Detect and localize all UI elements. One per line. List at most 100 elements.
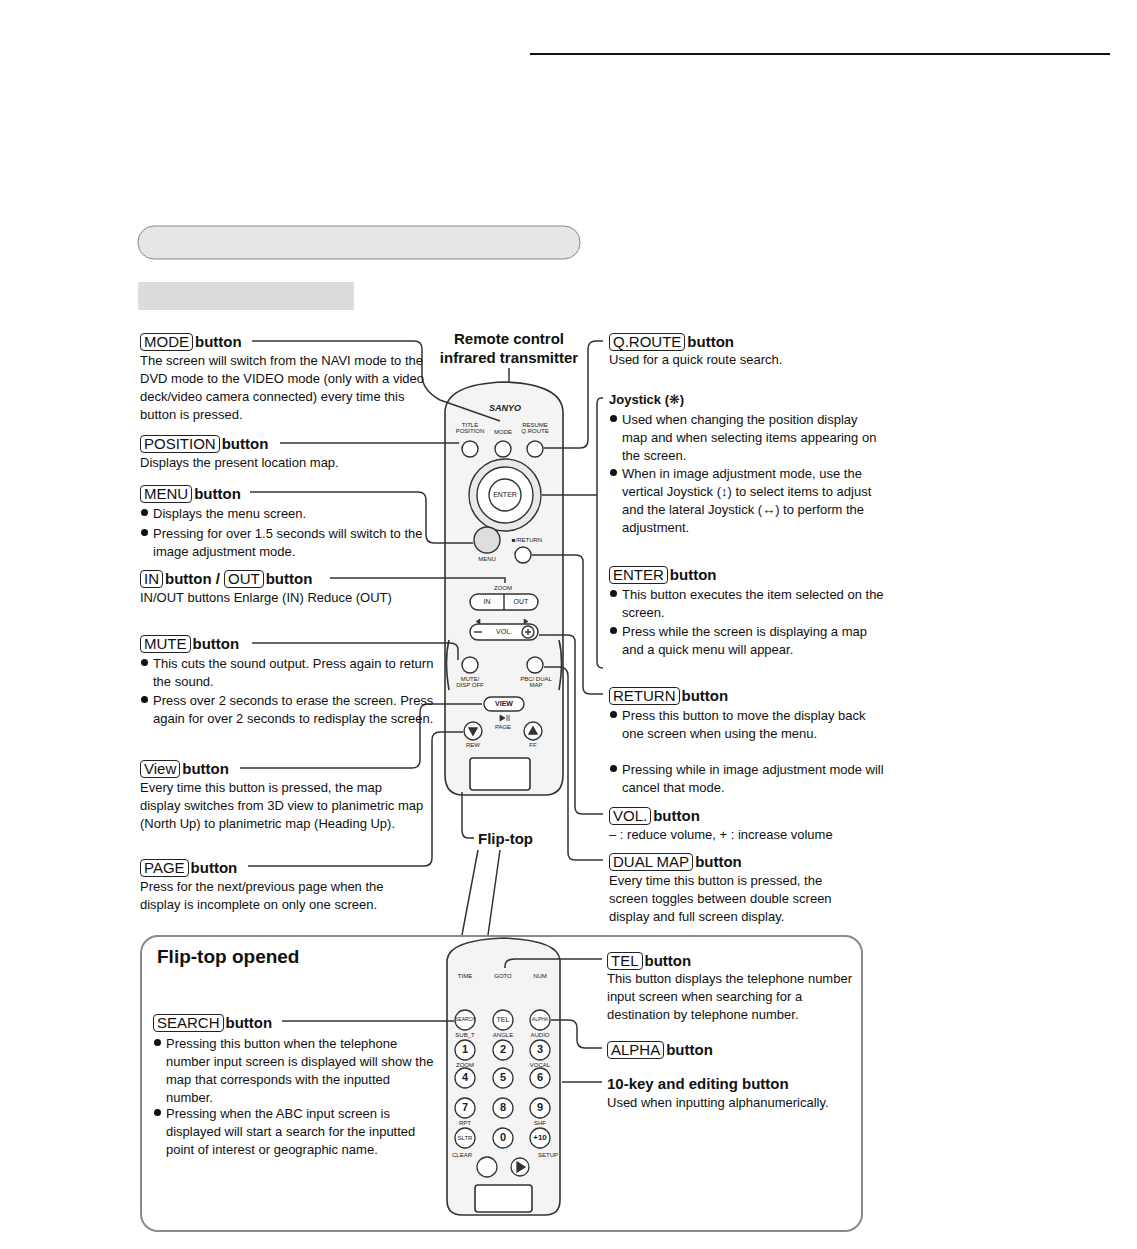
flip-keys: [455, 1128, 475, 1148]
remote-key-label: VIEW: [486, 700, 522, 707]
callout-row: Used for a quick route search.: [609, 350, 869, 368]
flip-keys: [517, 1162, 525, 1172]
callout-row: Every time this button is pressed, the s…: [609, 871, 859, 925]
bullet-dot: [141, 529, 148, 536]
callout-row: Pressing for over 1.5 seconds will switc…: [140, 524, 443, 560]
callout-row: Press while the screen is displaying a m…: [609, 622, 884, 658]
button-name-box: DUAL MAP: [609, 853, 693, 871]
remote-key-label: SUB_T: [453, 1032, 477, 1038]
callout-row: Remote control infrared transmitter: [433, 329, 585, 367]
callout-row: POSITIONbutton: [140, 434, 272, 453]
remote-key-label: 8: [495, 1102, 511, 1114]
flip-keys: [455, 1068, 475, 1088]
callout-row: This cuts the sound output. Press again …: [140, 654, 443, 690]
flip-keys: [493, 1068, 513, 1088]
button-name-box: OUT: [224, 570, 264, 588]
callout-row: MUTEbutton: [140, 634, 243, 653]
heading-text: button: [695, 853, 742, 870]
callout-row: Pressing when the ABC input screen is di…: [153, 1104, 434, 1158]
description-text: Press over 2 seconds to erase the screen…: [153, 693, 433, 726]
remote-key-label: SLTR: [456, 1135, 474, 1141]
heading-text: button: [266, 570, 313, 587]
callout-row: – : reduce volume, + : increase volume: [609, 825, 871, 843]
remote-key-label: TEL: [493, 1016, 513, 1023]
heading-text: Joystick (❋): [609, 392, 684, 407]
remote-key-label: MUTE/ DISP OFF: [455, 676, 485, 689]
heading-text: button: [182, 760, 229, 777]
callout-row: Displays the present location map.: [140, 453, 430, 471]
leader-lines: [544, 667, 603, 860]
callout-row: MODEbutton: [140, 332, 246, 351]
description-text: Displays the present location map.: [140, 455, 339, 470]
remote-key-label: SETUP: [535, 1152, 561, 1158]
heading-text: button: [682, 687, 729, 704]
remote-key-label: +10: [531, 1134, 549, 1142]
page-decoration: [138, 226, 580, 259]
heading-text: button /: [165, 570, 220, 587]
remote-key-label: ANGLE: [491, 1032, 515, 1038]
remote-key-label: MODE: [488, 429, 518, 435]
remote-body: [447, 640, 562, 690]
bullet-dot: [141, 696, 148, 703]
bullet-dot: [610, 711, 617, 718]
remote-buttons: [474, 527, 500, 553]
leader-lines: [280, 442, 459, 444]
leader-lines: [539, 635, 603, 814]
remote-key-label: 5: [495, 1072, 511, 1084]
flip-keys: [530, 1040, 550, 1060]
flip-keys: [530, 1010, 550, 1030]
remote-body: [445, 382, 563, 795]
remote-buttons: [515, 547, 531, 563]
remote-key-label: OUT: [511, 598, 531, 605]
callout-row: PAGEbutton: [140, 858, 241, 877]
callout-row: This button executes the item selected o…: [609, 585, 884, 621]
callout-row: Flip-top: [478, 829, 537, 848]
description-text: Pressing for over 1.5 seconds will switc…: [153, 526, 423, 559]
button-name-box: Q.ROUTE: [609, 333, 685, 351]
description-text: Every time this button is pressed, the s…: [609, 873, 832, 924]
remote-buttons: [500, 715, 509, 721]
heading-text: button: [226, 1014, 273, 1031]
heading-text: button: [194, 485, 241, 502]
description-text: When in image adjustment mode, use the v…: [622, 466, 871, 535]
flip-keys: [511, 1158, 529, 1176]
remote-key-label: RPT: [455, 1120, 475, 1126]
heading-text: button: [687, 333, 734, 350]
remote-key-label: 1: [457, 1044, 473, 1056]
remote-key-label: SEARCH: [455, 1017, 475, 1022]
flip-keys: [493, 1040, 513, 1060]
flip-keys: [493, 1098, 513, 1118]
remote-buttons: [522, 626, 534, 638]
heading-text: button: [193, 635, 240, 652]
button-name-box: TEL: [607, 952, 643, 970]
callout-row: Q.ROUTEbutton: [609, 332, 738, 351]
button-name-box: VOL.: [609, 807, 651, 825]
remote-buttons: [484, 697, 524, 711]
button-name-box: MODE: [140, 333, 193, 351]
callout-row: Joystick (❋): [609, 390, 684, 408]
remote-key-label: FF: [523, 742, 543, 748]
remote-key-label: VOL.: [491, 628, 517, 635]
remote-buttons: [470, 624, 538, 640]
description-text: This button executes the item selected o…: [622, 587, 884, 620]
leader-lines: [462, 792, 474, 838]
remote-buttons: [495, 441, 511, 457]
page-decoration: [138, 54, 1110, 310]
remote-key-label: SHF: [530, 1120, 550, 1126]
callout-row: Displays the menu screen.: [140, 504, 443, 522]
button-name-box: PAGE: [140, 859, 189, 877]
remote-buttons: [527, 441, 543, 457]
button-name-box: SEARCH: [153, 1014, 224, 1032]
callout-title: Remote control infrared transmitter: [440, 330, 578, 366]
heading-text: Flip-top: [478, 830, 533, 847]
remote-key-label: SANYO: [483, 404, 527, 413]
remote-buttons: [477, 467, 533, 523]
flip-keys: [530, 1068, 550, 1088]
callout-row: INbutton /OUTbutton: [140, 569, 316, 588]
heading-text: button: [195, 333, 242, 350]
callout-row: Viewbutton: [140, 759, 233, 778]
description-text: Used when inputting alphanumerically.: [607, 1095, 829, 1110]
remote-buttons: [462, 441, 478, 457]
callout-row: TELbutton: [607, 951, 695, 970]
remote-key-label: PAGE: [490, 724, 516, 730]
